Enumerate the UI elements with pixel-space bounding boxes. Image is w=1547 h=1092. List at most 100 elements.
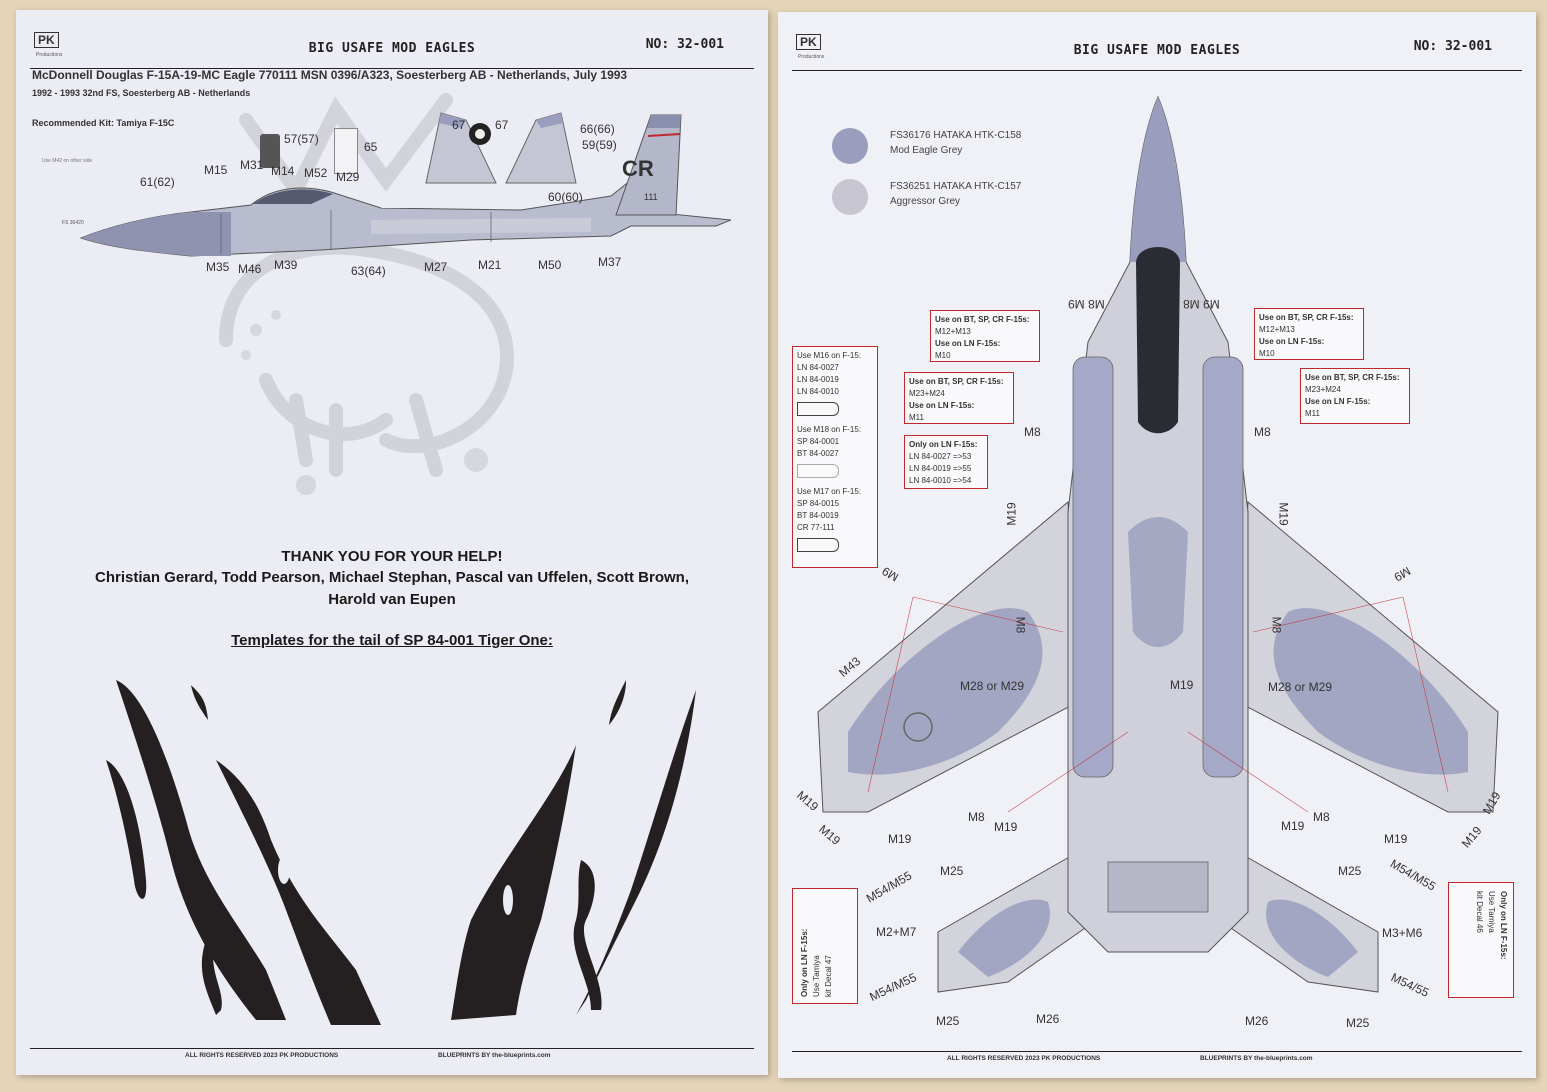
copyright-text: ALL RIGHTS RESERVED 2023 PK PRODUCTIONS bbox=[185, 1052, 339, 1059]
info-line: M11 bbox=[909, 413, 924, 422]
info-box-bottom-left: Only on LN F-15s: Use Tamiya kit Decal 4… bbox=[792, 888, 858, 1004]
info-line: SP 84-0015 bbox=[797, 499, 840, 508]
recommended-kit: Recommended Kit: Tamiya F-15C bbox=[32, 118, 175, 128]
ref-60: 60(60) bbox=[548, 190, 583, 204]
label-m28-left: M28 or M29 bbox=[960, 679, 1025, 693]
templates-title: Templates for the tail of SP 84-001 Tige… bbox=[231, 632, 553, 649]
label-m2-m7: M2+M7 bbox=[876, 925, 917, 939]
sheet-title: BIG USAFE MOD EAGLES bbox=[308, 41, 476, 56]
pk-logo: PK bbox=[34, 32, 59, 48]
info-line: M12+M13 bbox=[1259, 325, 1295, 334]
info-line: M12+M13 bbox=[935, 327, 971, 336]
m18-decal-shape bbox=[797, 464, 839, 478]
label-m8-wing-right: M8 bbox=[1269, 616, 1284, 634]
info-box-left-top: Use on BT, SP, CR F-15s: M12+M13 Use on … bbox=[930, 310, 1040, 362]
info-box-bottom-right: Only on LN F-15s: Use Tamiya kit Decal 4… bbox=[1448, 882, 1514, 998]
sheet-number: NO: 32-001 bbox=[645, 37, 724, 52]
info-box-right-mid: Use on BT, SP, CR F-15s: M23+M24 Use on … bbox=[1300, 368, 1410, 424]
info-line: LN 84-0010 =>54 bbox=[909, 476, 972, 485]
thanks-names-line-1: Christian Gerard, Todd Pearson, Michael … bbox=[94, 569, 690, 586]
ref-m29: M29 bbox=[336, 170, 360, 184]
color-swatch-mod-eagle-grey bbox=[832, 128, 868, 164]
legend-name-2: Aggressor Grey bbox=[890, 196, 961, 207]
info-line: Use on LN F-15s: bbox=[935, 339, 1001, 348]
ref-m35: M35 bbox=[206, 260, 230, 274]
tail-code: CR bbox=[622, 156, 654, 181]
copyright-text: ALL RIGHTS RESERVED 2023 PK PRODUCTIONS bbox=[947, 1055, 1101, 1062]
info-line: Use on LN F-15s: bbox=[1305, 397, 1371, 406]
side-note: Use M42 on other side bbox=[42, 158, 93, 164]
info-line: M23+M24 bbox=[1305, 385, 1341, 394]
right-sheet-footer: ALL RIGHTS RESERVED 2023 PK PRODUCTIONS … bbox=[792, 1051, 1522, 1064]
left-decal-sheet: PK Productions BIG USAFE MOD EAGLES NO: … bbox=[16, 10, 768, 1075]
aircraft-caption: McDonnell Douglas F-15A-19-MC Eagle 7701… bbox=[32, 68, 628, 82]
ref-m21: M21 bbox=[478, 258, 502, 272]
sheet-title: BIG USAFE MOD EAGLES bbox=[1073, 43, 1241, 58]
label-m25-bottom-right: M25 bbox=[1346, 1016, 1370, 1030]
thanks-names-line-2: Harold van Eupen bbox=[328, 591, 456, 608]
label-m26-right: M26 bbox=[1245, 1014, 1269, 1028]
roundel-insignia bbox=[469, 123, 491, 145]
label-m19-e: M19 bbox=[1281, 819, 1305, 833]
label-m8-wing-left: M8 bbox=[1013, 616, 1028, 634]
info-line: Only on LN F-15s: bbox=[1499, 891, 1508, 960]
ref-66: 66(66) bbox=[580, 122, 615, 136]
label-m19-d: M19 bbox=[994, 820, 1018, 834]
f15-top-view bbox=[817, 95, 1499, 993]
info-line: BT 84-0019 bbox=[797, 511, 839, 520]
info-line: SP 84-0001 bbox=[797, 437, 840, 446]
label-m8-bottom-left: M8 bbox=[968, 810, 985, 824]
info-box-side-variants: Use M16 on F-15: LN 84-0027 LN 84-0019 L… bbox=[792, 346, 878, 568]
legend-name-1: Mod Eagle Grey bbox=[890, 145, 963, 156]
seat-decal-box bbox=[260, 134, 280, 168]
thanks-title: THANK YOU FOR YOUR HELP! bbox=[281, 548, 503, 565]
rotated-info: Only on LN F-15s: Use Tamiya kit Decal 4… bbox=[1473, 891, 1509, 995]
info-line: M11 bbox=[1305, 409, 1320, 418]
info-line: Use Tamiya bbox=[812, 955, 821, 997]
legend-item-2: FS36251 HATAKA HTK-C157 Aggressor Grey bbox=[890, 179, 1021, 209]
info-line: LN 84-0019 =>55 bbox=[909, 464, 972, 473]
label-m25-left: M25 bbox=[940, 864, 964, 878]
unit-caption: 1992 - 1993 32nd FS, Soesterberg AB - Ne… bbox=[32, 88, 251, 98]
sheet-number: NO: 32-001 bbox=[1413, 39, 1492, 54]
info-line: M10 bbox=[935, 351, 951, 360]
color-swatch-aggressor-grey bbox=[832, 179, 868, 215]
fs-note: FS 36420 bbox=[62, 220, 84, 226]
pk-logo: PK bbox=[796, 34, 821, 50]
info-line: CR 77-111 bbox=[797, 523, 835, 532]
info-line: Use on BT, SP, CR F-15s: bbox=[909, 377, 1004, 386]
info-line: kit Decal 47 bbox=[824, 955, 833, 997]
ref-61: 61(62) bbox=[140, 175, 175, 189]
label-m3-m6: M3+M6 bbox=[1382, 926, 1423, 940]
m17-decal-shape bbox=[797, 538, 839, 552]
ref-m52: M52 bbox=[304, 166, 328, 180]
info-box-left-mid: Use on BT, SP, CR F-15s: M23+M24 Use on … bbox=[904, 372, 1014, 424]
tiger-stripe-template-right bbox=[451, 680, 696, 1020]
label-m8-bottom-right: M8 bbox=[1313, 810, 1330, 824]
info-line: LN 84-0019 bbox=[797, 375, 839, 384]
ref-59: 59(59) bbox=[582, 138, 617, 152]
right-sheet-header: PK Productions BIG USAFE MOD EAGLES NO: … bbox=[792, 30, 1522, 71]
info-line: Use on BT, SP, CR F-15s: bbox=[1259, 313, 1354, 322]
info-line: Use M16 on F-15: bbox=[797, 351, 862, 360]
tail-fin-profile bbox=[615, 114, 682, 216]
info-box-left-ln: Only on LN F-15s: LN 84-0027 =>53 LN 84-… bbox=[904, 435, 988, 489]
ref-65: 65 bbox=[364, 140, 378, 154]
ref-67a: 67 bbox=[452, 118, 466, 132]
info-line: LN 84-0010 bbox=[797, 387, 839, 396]
info-line: kit Decal 46 bbox=[1475, 891, 1484, 933]
ref-57: 57(57) bbox=[284, 132, 319, 146]
ref-m14: M14 bbox=[271, 164, 295, 178]
panel-decal-box bbox=[334, 128, 358, 174]
ref-m15: M15 bbox=[204, 163, 228, 177]
info-line: Only on LN F-15s: bbox=[800, 928, 809, 997]
blueprints-credit: BLUEPRINTS BY the-blueprints.com bbox=[1200, 1055, 1313, 1062]
ref-m31: M31 bbox=[240, 158, 264, 172]
label-m8-left: M8 bbox=[1024, 425, 1041, 439]
info-line: Use on LN F-15s: bbox=[1259, 337, 1325, 346]
right-decal-sheet: PK Productions BIG USAFE MOD EAGLES NO: … bbox=[778, 12, 1536, 1078]
label-m8-right: M8 bbox=[1254, 425, 1271, 439]
ref-m50: M50 bbox=[538, 258, 562, 272]
legend-code-1: FS36176 HATAKA HTK-C158 bbox=[890, 130, 1022, 141]
label-m9m8-left: M8 M9 bbox=[1068, 297, 1105, 311]
